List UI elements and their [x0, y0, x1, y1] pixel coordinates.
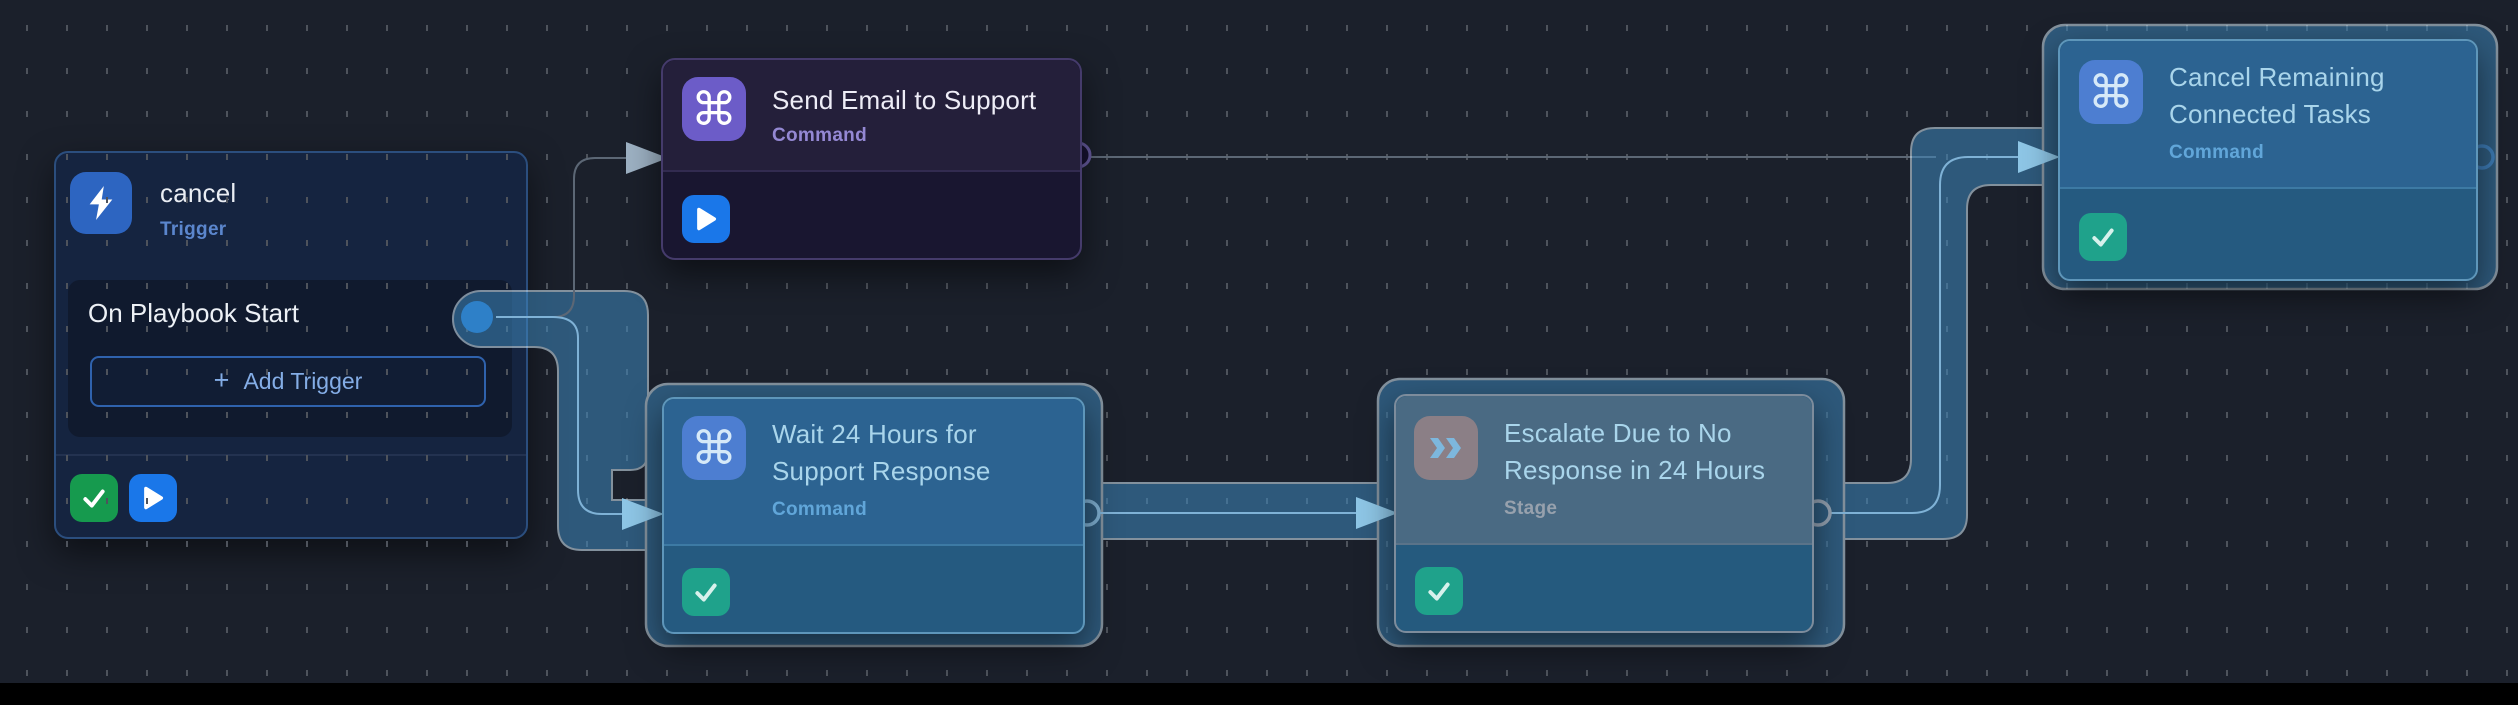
- command-glyph: ⌘: [691, 82, 737, 136]
- check-status-button[interactable]: [2079, 213, 2127, 261]
- node-title: Send Email to Support: [772, 85, 1037, 115]
- check-status-button[interactable]: [1415, 567, 1463, 615]
- node-title: Escalate Due to No Response in 24 Hours: [1504, 418, 1766, 485]
- node-type-label: Command: [2169, 142, 2264, 163]
- card-divider: [663, 170, 1080, 172]
- output-connector-trigger[interactable]: [461, 301, 493, 333]
- node-type-label: Command: [772, 499, 867, 520]
- command-glyph: ⌘: [691, 421, 737, 475]
- edge-trigger-to-wait[interactable]: [496, 316, 664, 530]
- node-type-label: Command: [772, 125, 867, 146]
- command-icon: ⌘: [682, 77, 746, 141]
- command-icon: ⌘: [682, 416, 746, 480]
- pipe-wait-to-escalate[interactable]: [1089, 482, 1391, 540]
- run-button[interactable]: [682, 195, 730, 243]
- node-escalate[interactable]: Escalate Due to No Response in 24 Hours …: [1394, 394, 1814, 633]
- check-icon: [1428, 582, 1450, 601]
- double-chevron-glyph: [1430, 438, 1461, 458]
- node-title: Wait 24 Hours for Support Response: [772, 419, 991, 486]
- node-wait[interactable]: ⌘ Wait 24 Hours for Support Response Com…: [662, 397, 1085, 634]
- node-send-email[interactable]: ⌘ Send Email to Support Command: [661, 58, 1082, 260]
- play-icon: [697, 207, 717, 231]
- card-divider: [1396, 543, 1812, 545]
- check-icon: [695, 583, 717, 602]
- double-chevron-icon: [1414, 416, 1478, 480]
- edge-trigger-to-sendemail[interactable]: [496, 142, 668, 318]
- card-divider: [2060, 187, 2476, 189]
- edge-escalate-to-canceltasks[interactable]: [1831, 141, 2060, 514]
- card-divider: [664, 544, 1083, 546]
- command-icon: ⌘: [2079, 60, 2143, 124]
- check-icon: [2092, 228, 2114, 247]
- node-title: Cancel Remaining Connected Tasks: [2169, 62, 2385, 129]
- node-cancel-tasks[interactable]: ⌘ Cancel Remaining Connected Tasks Comma…: [2058, 39, 2478, 281]
- command-glyph: ⌘: [2088, 65, 2134, 119]
- check-status-button[interactable]: [682, 568, 730, 616]
- node-type-label: Stage: [1504, 498, 1558, 519]
- bottom-bar: [0, 683, 2518, 705]
